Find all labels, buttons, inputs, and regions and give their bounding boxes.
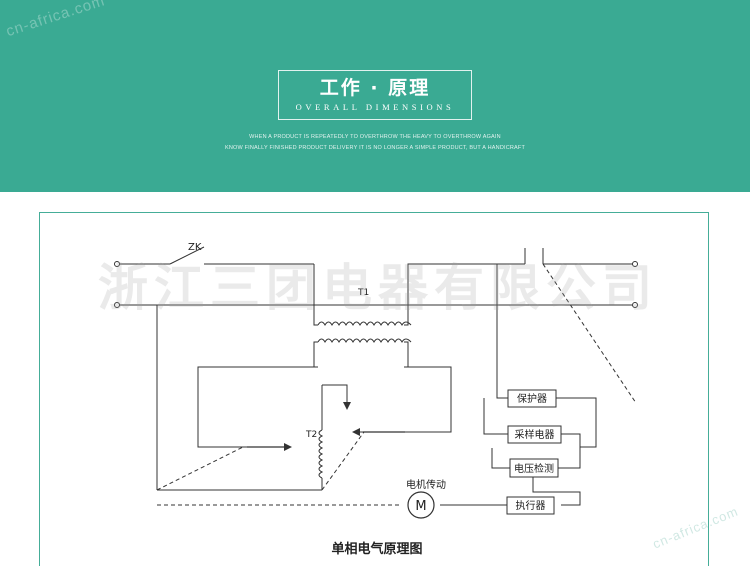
terminals: [114, 261, 638, 308]
dashed-link-right: [321, 431, 365, 491]
sampling-box: [507, 425, 562, 444]
tagline-line-1: WHEN A PRODUCT IS REPEATEDLY TO OVERTHRO…: [249, 134, 501, 140]
detect-left-lead: [491, 448, 510, 469]
terminal-top-right: [632, 261, 638, 267]
diagram-caption: 单相电气原理图: [331, 541, 422, 557]
t2-wiper-arrow: [343, 402, 351, 410]
motor-symbol: [407, 491, 435, 519]
section-title-box: 工作 · 原理 OVERALL DIMENSIONS: [278, 70, 472, 120]
switch-zk-blade: [169, 246, 205, 265]
header-banner: cn-africa.com 工作 · 原理 OVERALL DIMENSIONS…: [0, 0, 750, 192]
dashed-links: [156, 263, 637, 491]
t2-left-loop: [197, 366, 314, 448]
switch-zk-label: ZK: [188, 242, 202, 253]
t1-coil: [317, 321, 412, 326]
motor-m-label: M: [415, 499, 426, 514]
t1-label: T1: [357, 288, 369, 298]
t1-left-lead: [313, 264, 318, 326]
motor-drive-label: 电机传动: [406, 478, 446, 491]
tagline-line-2: KNOW FINALLY FINISHED PRODUCT DELIVERY I…: [224, 145, 526, 151]
diagram-frame: [39, 212, 709, 566]
terminal-bottom-right: [632, 302, 638, 308]
t2-vertical-coil: [318, 429, 324, 479]
t2-right-loop: [357, 366, 452, 433]
company-watermark: 浙江三团电器有限公司: [98, 259, 658, 317]
sampling-feed: [483, 398, 508, 435]
arrow-left-head: [352, 428, 360, 436]
t2-core-top: [322, 384, 348, 404]
sampling-label: 采样电器: [515, 428, 555, 441]
voltage-detect-label: 电压检测: [514, 462, 554, 475]
right-feed-wire: [496, 264, 508, 399]
protector-to-detect: [556, 397, 597, 469]
actuator-box: [506, 496, 555, 515]
terminal-bottom-left: [114, 302, 120, 308]
t2-top-right-lead: [404, 341, 409, 368]
protector-label: 保护器: [517, 392, 547, 405]
diagram-labels: ZK T1 T2 电机传动 M 保护器 采样电器 电压检测 执行器 单相电气原理…: [188, 242, 555, 557]
actuator-label: 执行器: [516, 499, 546, 512]
section-title: 工作 · 原理: [319, 77, 431, 99]
t2-primary-coil: [317, 338, 412, 343]
arrow-right-head: [284, 443, 292, 451]
control-box-rects: [506, 389, 562, 515]
terminal-top-left: [114, 261, 120, 267]
voltage-detect-box: [509, 458, 559, 478]
dashed-link-left: [156, 446, 244, 491]
arrows: [247, 402, 405, 451]
protector-box: [507, 389, 557, 408]
section-subtitle: OVERALL DIMENSIONS: [295, 102, 455, 112]
t1-right-lead: [404, 263, 525, 326]
t2-label: T2: [305, 430, 317, 440]
t2-top-left-lead: [313, 341, 318, 368]
sampling-to-detect: [561, 433, 581, 447]
detect-to-actuator: [532, 477, 581, 506]
